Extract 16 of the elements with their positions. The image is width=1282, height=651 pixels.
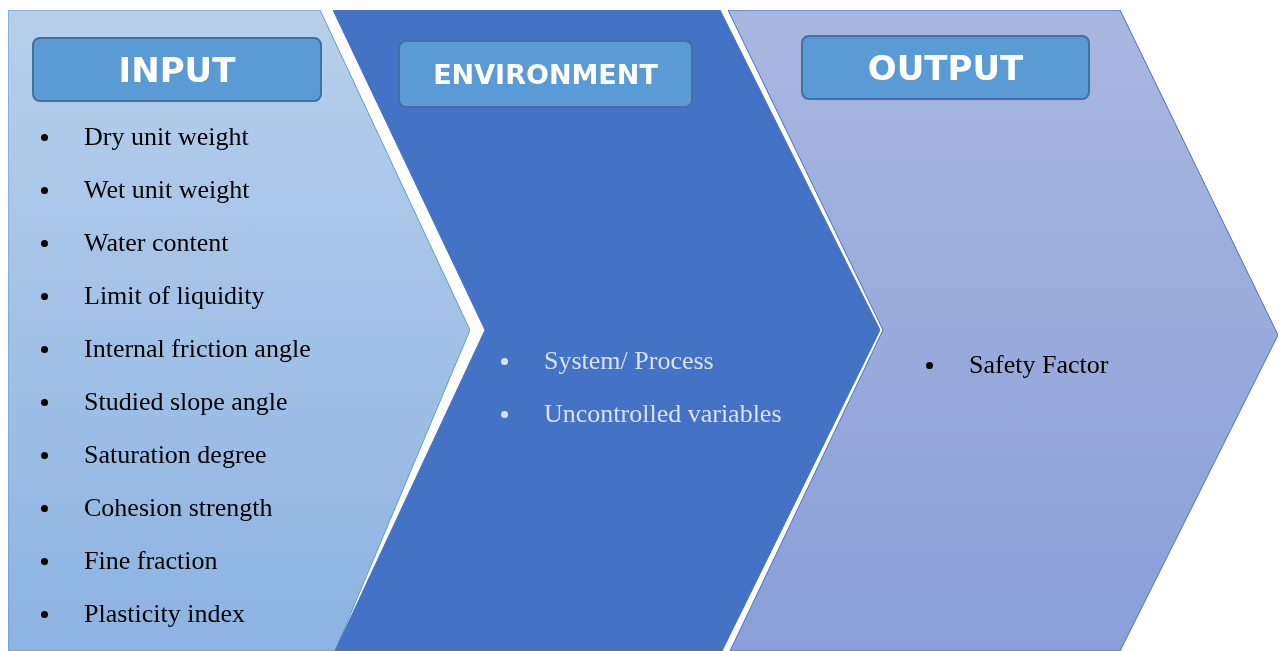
bullet-item: Water content	[38, 216, 229, 269]
bullet-item: Safety Factor	[923, 338, 1109, 391]
bullet-item: Internal friction angle	[38, 322, 311, 375]
bullet-item: Saturation degree	[38, 428, 267, 481]
heading-label: ENVIRONMENT	[398, 40, 693, 108]
heading-label: INPUT	[32, 37, 322, 102]
bullet-item: Plasticity index	[38, 587, 246, 640]
bullet-item: Fine fraction	[38, 534, 218, 587]
bullet-item: Limit of liquidity	[38, 269, 265, 322]
bullet-item: System/ Process	[498, 334, 714, 387]
bullet-item: Wet unit weight	[38, 163, 250, 216]
bullet-item: Uncontrolled variables	[498, 387, 782, 440]
bullet-item: Cohesion strength	[38, 481, 273, 534]
heading-label: OUTPUT	[801, 35, 1090, 100]
bullet-item: Dry unit weight	[38, 110, 249, 163]
bullet-item: Studied slope angle	[38, 375, 288, 428]
